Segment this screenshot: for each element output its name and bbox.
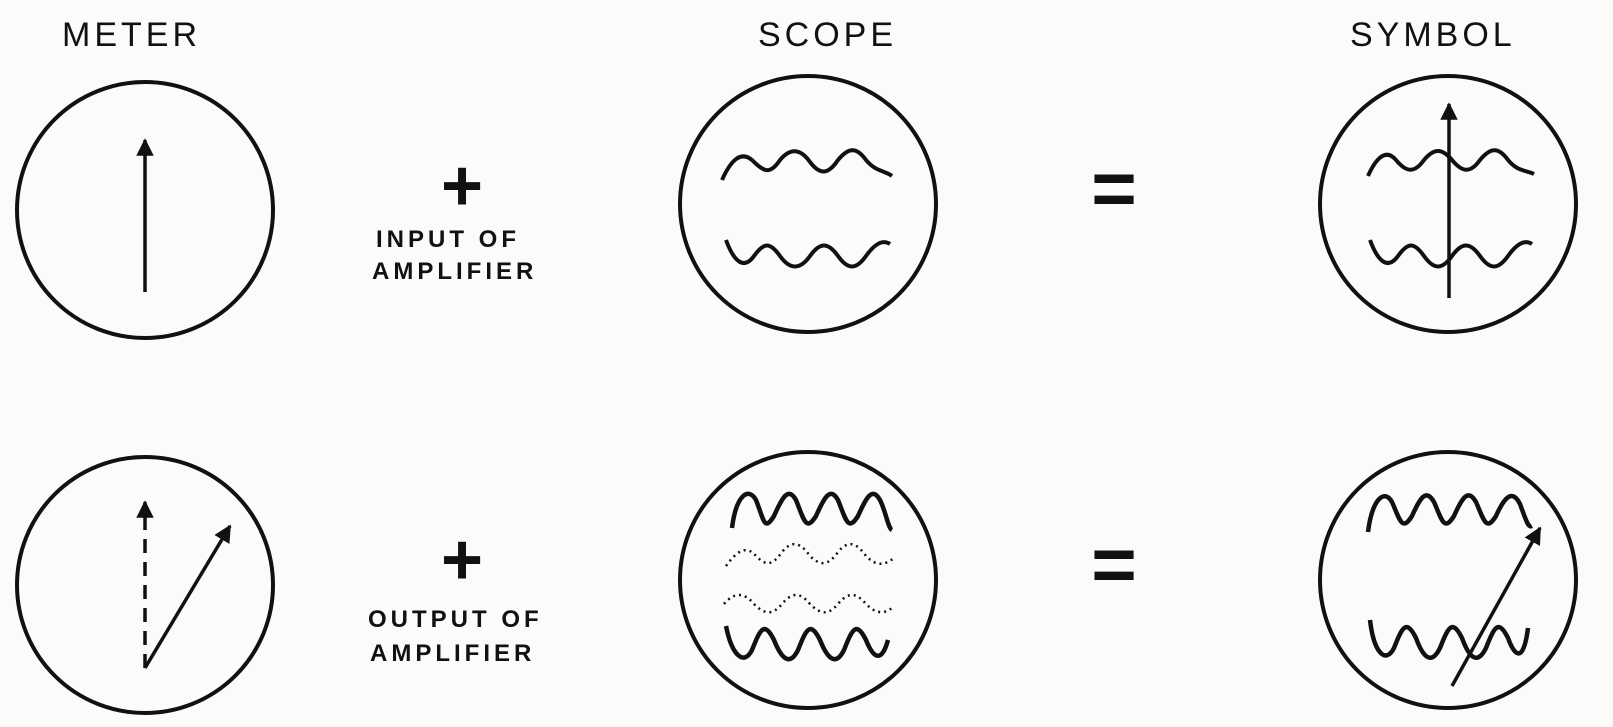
scope-wave-upper-output: [729, 491, 894, 533]
label-input-line1: INPUT OF: [376, 226, 520, 253]
equals-sign-input: =: [1091, 144, 1137, 232]
scope-display-input: [678, 74, 938, 334]
scope-wave-lower-input: [724, 239, 892, 269]
symbol-vector-output: [1450, 526, 1542, 687]
symbol-display-output: [1318, 450, 1578, 710]
label-output-line1: OUTPUT OF: [368, 606, 543, 633]
header-scope: SCOPE: [758, 16, 898, 54]
label-output-line2: AMPLIFIER: [370, 640, 536, 667]
plus-sign-output: +: [440, 520, 484, 600]
scope-display-output: [678, 450, 938, 710]
symbol-wave-upper-input: [1366, 148, 1535, 177]
symbol-wave-lower-output: [1367, 619, 1531, 660]
symbol-display-input: [1318, 74, 1578, 334]
header-symbol: SYMBOL: [1350, 16, 1516, 54]
scope-wave-upper-input: [720, 148, 894, 181]
meter-dial-input: [15, 80, 275, 340]
equals-sign-output: =: [1091, 520, 1137, 608]
scope-wave-lower-output: [723, 625, 891, 662]
scope-dotted-upper-output: [724, 543, 895, 567]
plus-sign-input: +: [440, 146, 484, 226]
symbol-wave-lower-input: [1368, 239, 1534, 269]
meter-needle-output: [143, 524, 232, 669]
header-meter: METER: [62, 16, 201, 54]
scope-dotted-lower-output: [723, 593, 893, 614]
symbol-wave-upper-output: [1365, 493, 1534, 533]
label-input-line2: AMPLIFIER: [372, 258, 538, 285]
meter-dial-output: [15, 455, 275, 715]
